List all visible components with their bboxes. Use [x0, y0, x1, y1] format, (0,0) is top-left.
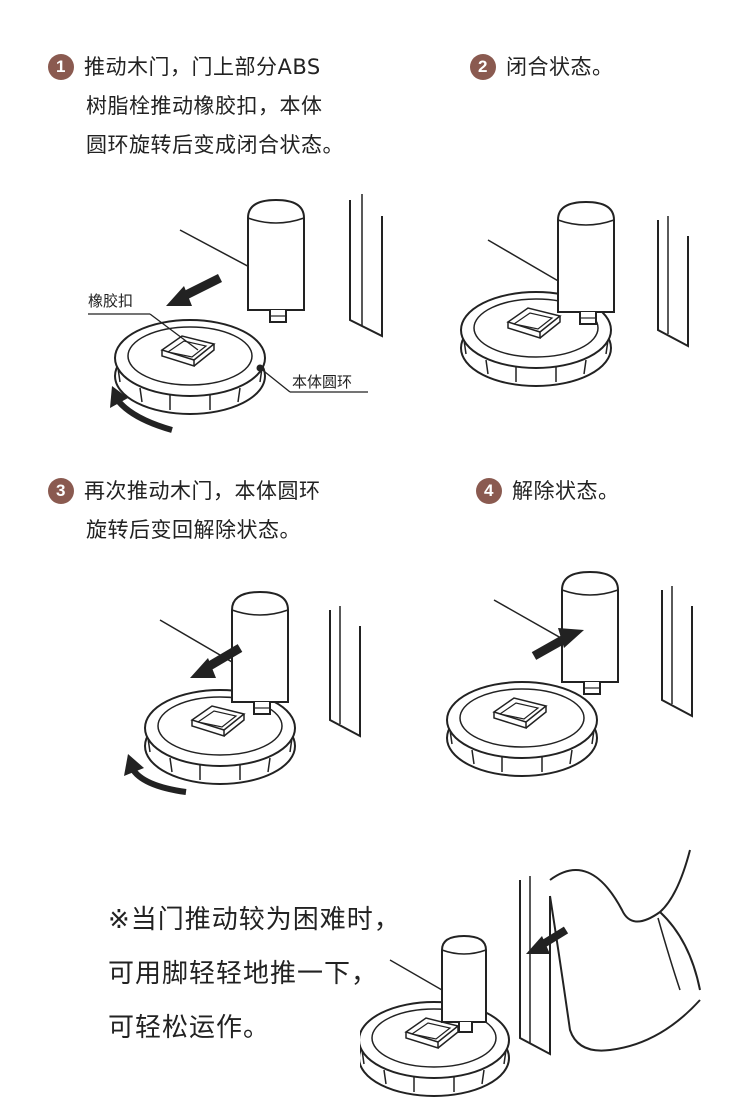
- illustration-step-3: [124, 591, 361, 795]
- step-1-number-badge: 1: [48, 54, 74, 80]
- step-2-text: 2 闭合状态。: [470, 48, 614, 87]
- body-ring-label: 本体圆环: [292, 373, 352, 391]
- step-3-number-badge: 3: [48, 478, 74, 504]
- step-1-line-2: 树脂栓推动橡胶扣，本体: [86, 94, 323, 118]
- step-2-line-1: 闭合状态。: [506, 55, 614, 79]
- step-3-text: 3 再次推动木门，本体圆环 旋转后变回解除状态。: [48, 472, 321, 550]
- note-line-1: ※当门推动较为困难时，: [108, 905, 401, 935]
- step-4-line-1: 解除状态。: [512, 479, 620, 503]
- illustration-step-2: [460, 201, 689, 387]
- note-line-3: 可轻松运作。: [108, 1013, 271, 1043]
- step-1-text: 1 推动木门，门上部分ABS 树脂栓推动橡胶扣，本体 圆环旋转后变成闭合状态。: [48, 48, 344, 165]
- step-1-line-1: 推动木门，门上部分ABS: [84, 55, 321, 79]
- step-4-number-badge: 4: [476, 478, 502, 504]
- step-4-text: 4 解除状态。: [476, 472, 620, 511]
- illustration-step-4: [446, 571, 693, 777]
- rubber-buckle-label: 橡胶扣: [88, 292, 133, 310]
- step-3-line-2: 旋转后变回解除状态。: [86, 518, 301, 542]
- note-line-2: 可用脚轻轻地推一下，: [108, 959, 379, 989]
- usage-note: ※当门推动较为困难时， 可用脚轻轻地推一下， 可轻松运作。: [108, 893, 401, 1055]
- illustration-foot-push: [360, 849, 701, 1097]
- step-3-line-1: 再次推动木门，本体圆环: [84, 479, 321, 503]
- step-2-number-badge: 2: [470, 54, 496, 80]
- step-1-line-3: 圆环旋转后变成闭合状态。: [86, 133, 344, 157]
- illustration-step-1: 本体圆环 橡胶扣: [88, 194, 383, 433]
